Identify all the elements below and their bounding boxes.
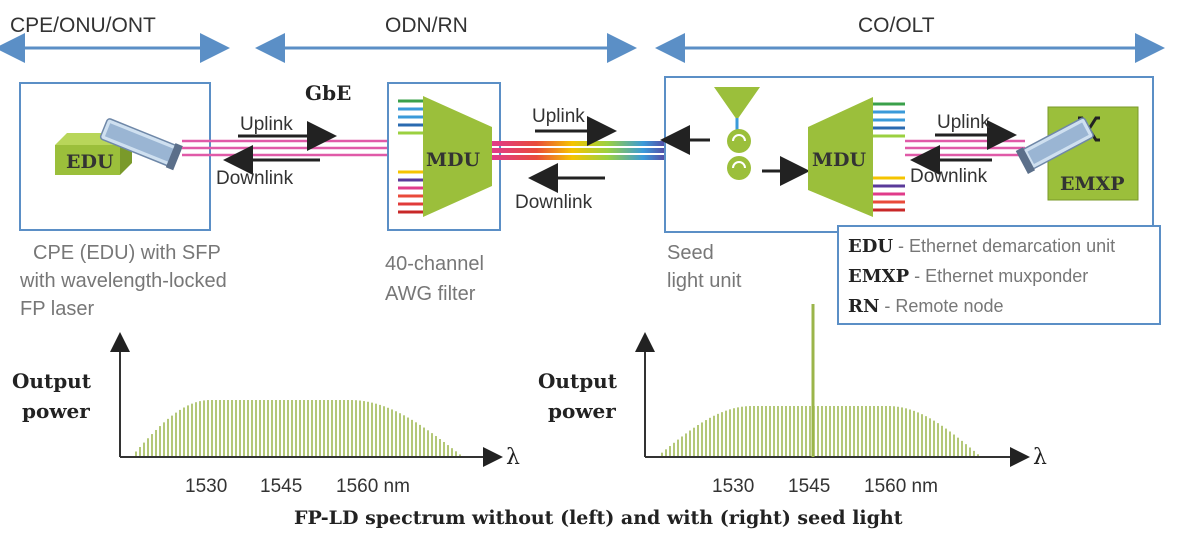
legend-item: EMXP - Ethernet muxponder [848,266,1088,287]
header-co: CO/OLT [858,14,935,37]
left-spectrum-bars [135,400,461,456]
rn-caption-line2: AWG filter [385,283,476,305]
gbe-label: GbE [305,81,351,105]
emxp-label: EMXP [1060,173,1125,195]
rn-channel-lines [398,99,425,214]
right-tick-2: 1545 [788,476,830,497]
seed-light-funnel [714,87,760,130]
right-tick-3: 1560 nm [864,476,938,497]
left-xlabel: λ [506,445,520,470]
optical-circulator-icon [727,129,751,180]
legend-desc: - Ethernet muxponder [909,266,1088,286]
left-tick-3: 1560 nm [336,476,410,497]
legend-desc: - Ethernet demarcation unit [893,236,1115,256]
downlink-label-co: Downlink [910,166,988,187]
sfp-transceiver-icon-co [1015,117,1094,175]
header-cpe: CPE/ONU/ONT [10,14,156,37]
downlink-label-cpe: Downlink [216,168,294,189]
uplink-label-cpe: Uplink [240,114,293,135]
legend-term: EDU [848,236,893,257]
left-ylabel-line2: power [22,399,90,423]
legend-item: EDU - Ethernet demarcation unit [848,236,1115,257]
rn-caption-line1: 40-channel [385,253,484,275]
right-ylabel-line2: power [548,399,616,423]
legend-term: EMXP [848,266,910,287]
downlink-label-odn: Downlink [515,192,593,213]
right-spectrum-bars [661,406,979,456]
seed-caption-line1: Seed [667,242,714,264]
legend-term: RN [848,296,879,317]
right-xlabel: λ [1033,445,1047,470]
co-channel-lines [870,102,905,212]
uplink-label-co: Uplink [937,112,990,133]
seed-caption-line2: light unit [667,270,742,292]
edu-label: EDU [66,151,114,173]
right-tick-1: 1530 [712,476,754,497]
left-tick-2: 1545 [260,476,302,497]
uplink-label-odn: Uplink [532,106,585,127]
sfp-transceiver-icon [99,118,183,171]
header-odn: ODN/RN [385,14,468,37]
left-ylabel-line1: Output [12,369,92,393]
rn-mdu-block [423,96,492,217]
co-mdu-label: MDU [812,149,867,171]
spectrum-caption: FP-LD spectrum without (left) and with (… [294,507,903,529]
co-mdu-block [808,97,873,217]
cpe-caption-line1: CPE (EDU) with SFP [33,242,221,264]
right-ylabel-line1: Output [538,369,618,393]
cpe-caption-line2: with wavelength-locked [19,270,227,292]
legend-item: RN - Remote node [848,296,1004,317]
edu-device: EDU [55,133,132,175]
rn-mdu-label: MDU [426,149,481,171]
legend-box [837,225,1161,325]
left-tick-1: 1530 [185,476,227,497]
legend-desc: - Remote node [879,296,1003,316]
cpe-caption-line3: FP laser [20,298,94,320]
